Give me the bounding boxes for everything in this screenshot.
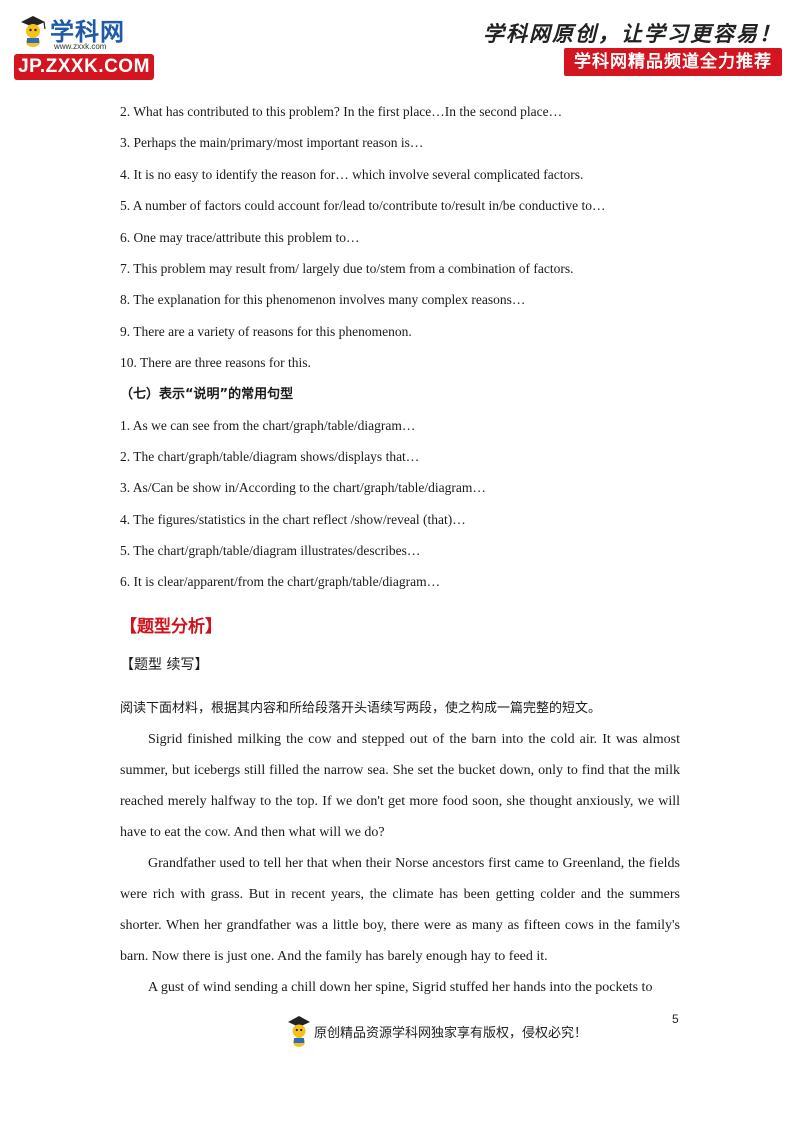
list-item: 7. This problem may result from/ largely… bbox=[120, 260, 574, 276]
logo-badge: JP.ZXXK.COM bbox=[14, 54, 154, 80]
list-item: 2. The chart/graph/table/diagram shows/d… bbox=[120, 448, 420, 464]
section-title: 【题型分析】 bbox=[120, 616, 222, 637]
list-item: 4. It is no easy to identify the reason … bbox=[120, 166, 584, 182]
mascot-icon bbox=[21, 16, 46, 47]
site-logo[interactable]: 学科网 www.zxxk.com JP.ZXXK.COM bbox=[14, 10, 154, 82]
copyright-notice: 原创精品资源学科网独家享有版权，侵权必究！ bbox=[314, 1026, 588, 1041]
story-paragraph: A gust of wind sending a chill down her … bbox=[148, 979, 653, 995]
header-slogan: 学科网原创，让学习更容易！ bbox=[483, 21, 782, 46]
sub-heading: （七）表示“说明”的常用句型 bbox=[120, 386, 294, 402]
list-item: 3. Perhaps the main/primary/most importa… bbox=[120, 135, 424, 151]
list-item: 4. The figures/statistics in the chart r… bbox=[120, 511, 466, 527]
header-slogan-badge: 学科网精品频道全力推荐 bbox=[564, 48, 782, 76]
list-item: 2. What has contributed to this problem?… bbox=[120, 104, 563, 119]
list-item: 8. The explanation for this phenomenon i… bbox=[120, 292, 526, 308]
page-number: 5 bbox=[672, 1012, 679, 1026]
mascot-icon bbox=[288, 1016, 310, 1047]
list-item: 6. One may trace/attribute this problem … bbox=[120, 229, 360, 245]
reason-sentence-list: 2. What has contributed to this problem?… bbox=[120, 96, 680, 379]
story-paragraph: Grandfather used to tell her that when t… bbox=[120, 855, 680, 964]
page-header: 学科网 www.zxxk.com JP.ZXXK.COM 学科网原创，让学习更容… bbox=[0, 0, 800, 90]
explanation-sentence-list: 1. As we can see from the chart/graph/ta… bbox=[120, 410, 680, 598]
document-body: 2. What has contributed to this problem?… bbox=[120, 96, 680, 1003]
list-item: 1. As we can see from the chart/graph/ta… bbox=[120, 417, 416, 433]
list-item: 3. As/Can be show in/According to the ch… bbox=[120, 480, 486, 496]
question-type-label: 【题型 续写】 bbox=[120, 656, 209, 673]
logo-name: 学科网 bbox=[50, 18, 125, 46]
list-item: 5. The chart/graph/table/diagram illustr… bbox=[120, 543, 421, 559]
story-paragraph: Sigrid finished milking the cow and step… bbox=[120, 731, 680, 840]
logo-url: www.zxxk.com bbox=[54, 42, 107, 51]
instruction-text: 阅读下面材料，根据其内容和所给段落开头语续写两段，使之构成一篇完整的短文。 bbox=[120, 700, 602, 716]
list-item: 5. A number of factors could account for… bbox=[120, 198, 606, 214]
list-item: 9. There are a variety of reasons for th… bbox=[120, 323, 412, 339]
list-item: 10. There are three reasons for this. bbox=[120, 355, 311, 371]
list-item: 6. It is clear/apparent/from the chart/g… bbox=[120, 574, 441, 590]
